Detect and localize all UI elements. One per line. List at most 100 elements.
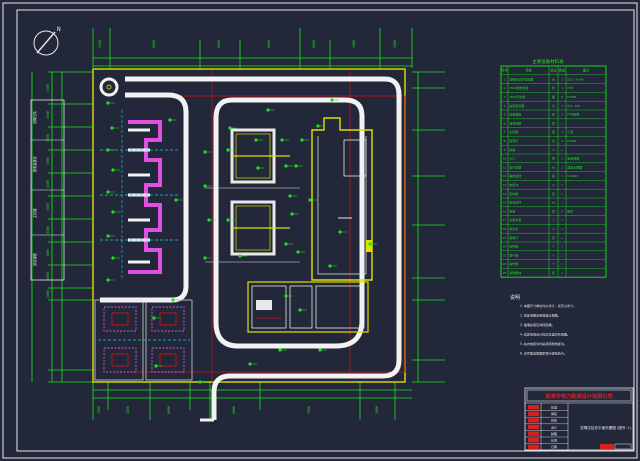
left-dimension-text: 4500 bbox=[46, 226, 50, 234]
equipment-marker bbox=[171, 298, 175, 302]
switchyard-west bbox=[100, 110, 180, 280]
table-cell: S11-100 bbox=[567, 104, 580, 108]
table-cell: 检修箱 bbox=[509, 244, 518, 249]
equipment-marker bbox=[238, 254, 242, 258]
equipment-marker bbox=[284, 242, 288, 246]
title-block-label: 制图 bbox=[551, 431, 557, 436]
title-block-cell-fill bbox=[528, 431, 539, 436]
table-cell: 11 bbox=[503, 165, 507, 169]
table-cell: 套 bbox=[552, 191, 555, 196]
bottom-dimension-text: 1500 bbox=[97, 406, 101, 414]
equipment-marker bbox=[168, 118, 172, 122]
note-line: 6.未尽事宜按国家现行规范执行。 bbox=[520, 351, 567, 356]
table-header: 备注 bbox=[583, 68, 590, 73]
left-dimension-text: 4500 bbox=[46, 111, 50, 119]
left-dimension-text: 3000 bbox=[46, 249, 50, 257]
title-block-cell-fill bbox=[528, 411, 539, 416]
table-cell: 12 bbox=[503, 174, 507, 178]
equipment-marker bbox=[228, 126, 232, 130]
title-block-label: 比例 bbox=[551, 438, 557, 443]
equipment-marker bbox=[106, 190, 110, 194]
equipment-marker bbox=[254, 138, 258, 142]
equipment-marker bbox=[256, 166, 260, 170]
table-cell: 支 bbox=[552, 138, 555, 143]
equipment-marker bbox=[203, 150, 207, 154]
table-cell: V=20m3 bbox=[567, 174, 578, 178]
equipment-marker bbox=[300, 138, 304, 142]
table-cell: 碎石地坪 bbox=[509, 200, 521, 205]
equipment-marker bbox=[203, 256, 207, 260]
equipment-marker bbox=[106, 101, 110, 105]
site-roads bbox=[100, 76, 402, 420]
dimension-lines bbox=[31, 28, 445, 420]
equipment-marker bbox=[248, 362, 252, 366]
table-cell: 1 bbox=[561, 253, 563, 257]
table-cell: 照明灯 bbox=[509, 235, 518, 240]
equipment-marker bbox=[316, 124, 320, 128]
equipment-marker bbox=[226, 148, 230, 152]
table-cell: 1 bbox=[561, 218, 563, 222]
equipment-markers bbox=[106, 98, 377, 384]
equipment-marker bbox=[226, 218, 230, 222]
equipment-marker bbox=[174, 198, 178, 202]
equipment-marker bbox=[106, 148, 110, 152]
bottom-dimension-text: 6000 bbox=[232, 406, 236, 414]
table-cell: 1 bbox=[561, 227, 563, 231]
table-cell: 个 bbox=[552, 253, 555, 257]
table-cell: 套 bbox=[552, 112, 555, 117]
table-cell: 35kV配电装置 bbox=[509, 85, 528, 90]
table-cell: 1 bbox=[561, 174, 563, 178]
table-cell: 站用变压器 bbox=[509, 103, 524, 108]
table-cell: 总降压站主变压器 bbox=[509, 76, 533, 81]
equipment-marker bbox=[111, 256, 115, 260]
table-cell: 16 bbox=[503, 209, 507, 213]
property-line bbox=[130, 95, 406, 373]
left-dimension-text: 4500 bbox=[46, 157, 50, 165]
table-cell: m bbox=[553, 227, 555, 231]
equipment-marker bbox=[308, 198, 312, 202]
title-block-cell-fill bbox=[528, 424, 539, 430]
top-dimension-text: 8000 bbox=[267, 40, 271, 48]
equipment-marker bbox=[294, 164, 298, 168]
left-dimension-text: 4500 bbox=[46, 134, 50, 142]
table-cell: 10kV开关柜 bbox=[509, 94, 525, 99]
table-cell: 混凝土路面 bbox=[567, 164, 582, 169]
side-label-1: 总降压站 bbox=[32, 110, 37, 124]
table-cell: 4 bbox=[561, 209, 563, 213]
table-cell: 台 bbox=[552, 103, 555, 108]
side-label-2: 配电装置区 bbox=[32, 155, 37, 172]
bottom-dimension-text: 4500 bbox=[126, 406, 130, 414]
equipment-marker bbox=[110, 126, 114, 130]
table-cell: 个 bbox=[552, 262, 555, 266]
top-dimension-text: 6000 bbox=[312, 40, 316, 48]
equipment-marker bbox=[198, 380, 202, 384]
table-cell: 1 bbox=[561, 236, 563, 240]
table-cell: 2 bbox=[504, 86, 506, 90]
table-cell: 1 bbox=[561, 157, 563, 161]
table-title: 主要设备材料表 bbox=[532, 58, 564, 65]
table-cell: 座 bbox=[552, 129, 555, 134]
main-building-area bbox=[205, 128, 300, 263]
bottom-dimension-text: 3000 bbox=[307, 406, 311, 414]
company-name: 某某市电力勘测设计有限公司 bbox=[545, 392, 612, 400]
equipment-marker bbox=[288, 194, 292, 198]
top-dimension-text: 3000 bbox=[352, 40, 356, 48]
table-header: 序号 bbox=[501, 68, 507, 73]
table-cell: 接地网 bbox=[509, 191, 518, 196]
title-block-cell-fill bbox=[528, 418, 539, 423]
table-cell: m2 bbox=[552, 165, 556, 169]
table-cell: m bbox=[553, 148, 555, 152]
table-cell: 构架 bbox=[509, 208, 515, 213]
note-line: 2.站区道路采用混凝土路面。 bbox=[520, 313, 561, 318]
table-cell: 13 bbox=[503, 183, 507, 187]
note-line: 5.站内电缆沟均采用砖砌电缆沟。 bbox=[520, 341, 567, 346]
side-label-4: 进站道路 bbox=[32, 252, 37, 266]
equipment-marker bbox=[318, 348, 322, 352]
table-cell: 台 bbox=[552, 76, 555, 81]
table-cell: KYN28 bbox=[567, 95, 576, 99]
table-header: 单位 bbox=[550, 68, 557, 73]
table-cell: 1 bbox=[561, 262, 563, 266]
table-cell: 消防器材 bbox=[509, 270, 521, 275]
